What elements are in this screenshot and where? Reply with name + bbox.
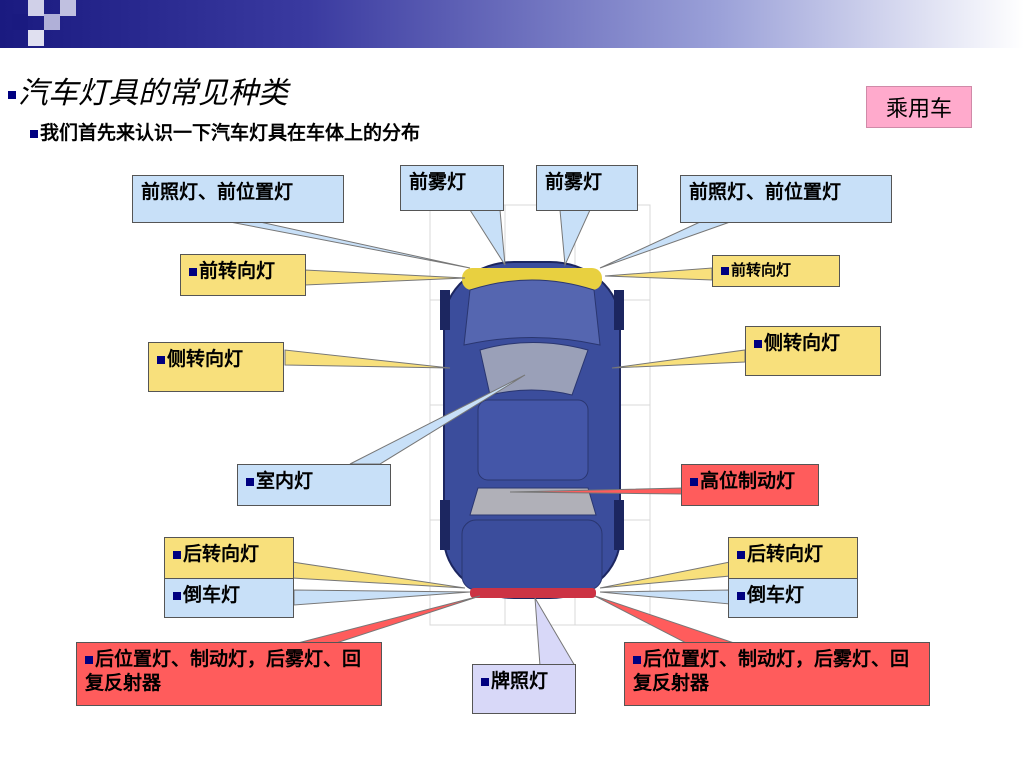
bullet-icon xyxy=(721,266,729,275)
callout-label: 后转向灯 xyxy=(183,543,260,565)
callout-label: 室内灯 xyxy=(256,470,314,492)
callout-side-turn-left: 侧转向灯 xyxy=(148,342,284,392)
callout-front-headlamp-right: 前照灯、前位置灯 xyxy=(680,175,892,223)
bullet-icon xyxy=(481,677,489,686)
callout-label: 前雾灯 xyxy=(409,171,467,193)
bullet-icon xyxy=(85,655,93,664)
callout-label: 前转向灯 xyxy=(199,260,276,282)
bullet-icon xyxy=(8,91,16,99)
callout-front-turn-left: 前转向灯 xyxy=(180,254,306,296)
callout-side-turn-right: 侧转向灯 xyxy=(745,326,881,376)
callout-rear-turn-right: 后转向灯 xyxy=(728,537,858,579)
bullet-icon xyxy=(30,129,38,138)
callout-label: 后位置灯、制动灯，后雾灯、回复反射器 xyxy=(85,648,362,694)
callout-label: 前照灯、前位置灯 xyxy=(141,181,294,203)
slide-subtitle-text: 我们首先来认识一下汽车灯具在车体上的分布 xyxy=(40,122,421,144)
callout-label: 牌照灯 xyxy=(491,670,549,692)
bullet-icon xyxy=(690,477,698,486)
slide-title-text: 汽车灯具的常见种类 xyxy=(18,76,288,111)
banner-square xyxy=(12,14,28,30)
car-top-view xyxy=(440,261,624,599)
vehicle-type-tag: 乘用车 xyxy=(866,86,972,128)
callout-label: 侧转向灯 xyxy=(167,348,244,370)
banner-square xyxy=(28,30,44,46)
callout-label: 前照灯、前位置灯 xyxy=(689,181,842,203)
slide-subtitle: 我们首先来认识一下汽车灯具在车体上的分布 xyxy=(30,118,420,145)
bullet-icon xyxy=(173,591,181,600)
callout-label: 倒车灯 xyxy=(183,584,241,606)
callout-label: 前雾灯 xyxy=(545,171,603,193)
callout-front-headlamp-left: 前照灯、前位置灯 xyxy=(132,175,344,223)
bullet-icon xyxy=(754,339,762,348)
callout-label: 倒车灯 xyxy=(747,584,805,606)
bullet-icon xyxy=(737,550,745,559)
callout-front-fog-right: 前雾灯 xyxy=(536,165,638,211)
bullet-icon xyxy=(737,591,745,600)
bullet-icon xyxy=(157,355,165,364)
callout-label: 侧转向灯 xyxy=(764,332,841,354)
callout-rear-group-right: 后位置灯、制动灯，后雾灯、回复反射器 xyxy=(624,642,930,706)
callout-reverse-left: 倒车灯 xyxy=(164,578,294,618)
callout-interior-lamp: 室内灯 xyxy=(237,464,391,506)
callout-front-fog-left: 前雾灯 xyxy=(400,165,504,211)
slide-title: 汽车灯具的常见种类 xyxy=(8,68,288,112)
bullet-icon xyxy=(633,655,641,664)
callout-label: 高位制动灯 xyxy=(700,470,796,492)
banner-square xyxy=(28,0,44,16)
banner-square xyxy=(60,0,76,16)
bullet-icon xyxy=(189,267,197,276)
callout-front-turn-right: 前转向灯 xyxy=(712,255,840,287)
callout-rear-turn-left: 后转向灯 xyxy=(164,537,294,579)
callout-license-plate-lamp: 牌照灯 xyxy=(472,664,576,714)
slide-banner xyxy=(0,0,1024,48)
callout-rear-group-left: 后位置灯、制动灯，后雾灯、回复反射器 xyxy=(76,642,382,706)
banner-square xyxy=(44,14,60,30)
bullet-icon xyxy=(173,550,181,559)
bullet-icon xyxy=(246,477,254,486)
callout-label: 前转向灯 xyxy=(731,261,792,279)
leader-lines xyxy=(229,209,746,667)
callout-label: 后位置灯、制动灯，后雾灯、回复反射器 xyxy=(633,648,910,694)
callout-high-brake-lamp: 高位制动灯 xyxy=(681,464,819,506)
callout-label: 后转向灯 xyxy=(747,543,824,565)
callout-reverse-right: 倒车灯 xyxy=(728,578,858,618)
